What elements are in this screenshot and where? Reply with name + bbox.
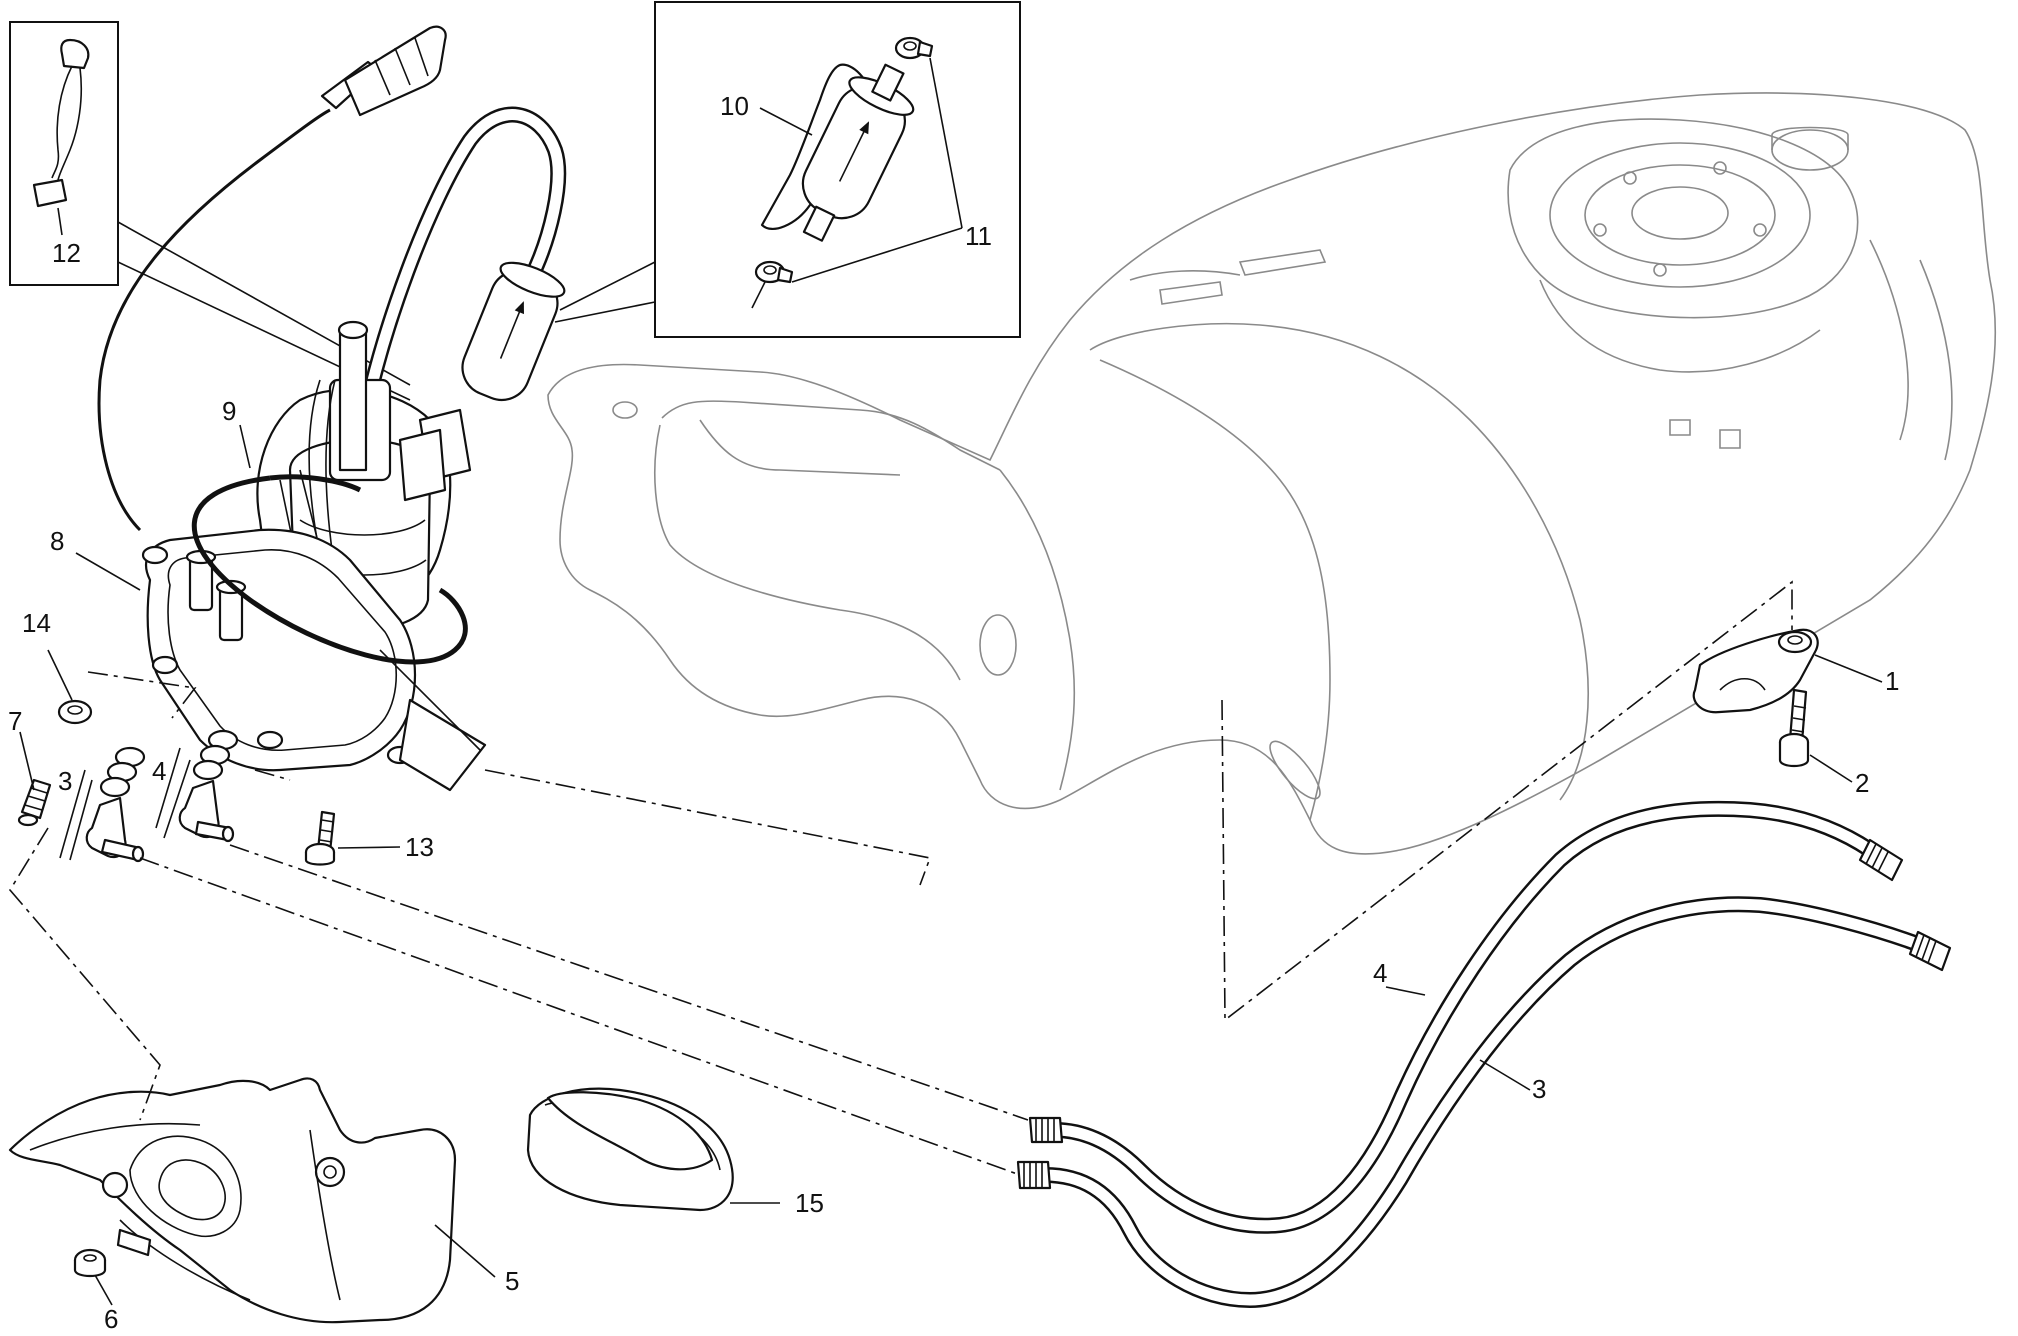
callout-5: 5 <box>505 1266 519 1296</box>
leader-lines <box>19 424 1883 1306</box>
inset-box-fuel-filter <box>554 1 1021 338</box>
hose-clip <box>1692 628 1819 714</box>
fuel-pump-assembly <box>97 25 567 792</box>
o-ring <box>191 474 468 665</box>
stud-7 <box>17 778 52 827</box>
fitting-3 <box>85 746 146 863</box>
callout-1: 1 <box>1885 666 1899 696</box>
callout-9: 9 <box>222 396 236 426</box>
callout-7: 7 <box>8 706 22 736</box>
callout-15: 15 <box>795 1188 824 1218</box>
fuel-tank-outline <box>547 92 1997 855</box>
gasket-15 <box>526 1087 734 1212</box>
callout-4: 4 <box>1373 958 1387 988</box>
callout-3: 3 <box>1532 1074 1546 1104</box>
nut-6 <box>73 1248 107 1278</box>
callout-14: 14 <box>22 608 51 638</box>
clamp-lower <box>751 260 794 309</box>
fuel-hose-3 <box>1016 896 1952 1309</box>
callout-6: 6 <box>104 1304 118 1334</box>
fuel-hose-4 <box>1028 800 1904 1234</box>
callout-11: 11 <box>965 221 992 251</box>
fitting-4 <box>178 729 239 843</box>
clamp-upper <box>894 36 934 60</box>
callout-4: 4 <box>152 756 166 786</box>
callout-2: 2 <box>1855 768 1869 798</box>
alignment-lines <box>9 580 1793 1176</box>
nut-14 <box>57 699 93 725</box>
callout-12: 12 <box>52 238 81 268</box>
callout-labels: 1 2 3 3 4 4 5 6 7 8 9 10 11 12 13 14 15 <box>8 91 1899 1334</box>
callout-8: 8 <box>50 526 64 556</box>
bolt-13 <box>304 810 336 866</box>
pump-cover <box>8 1077 457 1324</box>
callout-13: 13 <box>405 832 434 862</box>
inset-box-sensor <box>9 21 411 401</box>
bolt-2 <box>1778 688 1810 768</box>
callout-10: 10 <box>720 91 749 121</box>
callout-3: 3 <box>58 766 72 796</box>
